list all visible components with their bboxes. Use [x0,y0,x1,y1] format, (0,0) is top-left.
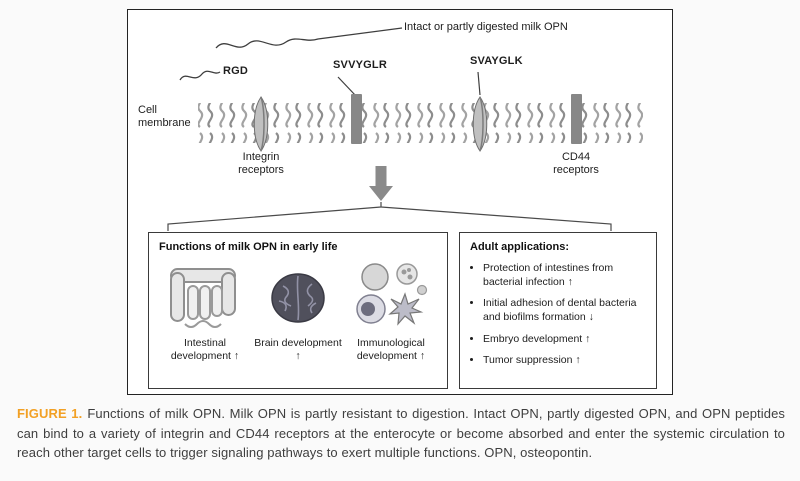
down-arrow-icon [369,166,393,201]
cell-membrane-graphic [198,103,643,143]
immunological-development-label: Immunological development ↑ [356,337,426,362]
integrin-receptor-right [472,96,488,152]
immune-cells-icon [356,263,428,326]
diagram-graphic [167,27,643,231]
label-intact-opn: Intact or partly digested milk OPN [404,21,568,33]
figure-caption-label: FIGURE 1. [17,406,83,421]
cd44-receptor-bar [571,94,582,144]
early-life-icon-row: Intestinal development ↑ Brain developme… [159,261,437,363]
svvyglr-leader-line [337,76,357,97]
label-rgd: RGD [223,65,249,77]
rgd-squiggle [179,70,221,81]
intestinal-development-item: Intestinal development ↑ [159,261,251,363]
early-life-box: Functions of milk OPN in early life Inte… [148,232,448,389]
adult-bullet-list: Protection of intestines from bacterial … [470,262,646,368]
adult-applications-box: Adult applications: Protection of intest… [459,232,657,389]
intestinal-development-label: Intestinal development ↑ [170,337,240,362]
early-life-box-title: Functions of milk OPN in early life [159,241,338,253]
adult-bullet-2: Initial adhesion of dental bacteria and … [483,297,646,324]
opn-protein-squiggle [215,27,403,49]
adult-bullet-3: Embryo development ↑ [483,333,646,347]
label-svvyglr: SVVYGLR [333,59,387,71]
label-cd44-receptors: CD44 receptors [553,151,599,176]
figure-caption: FIGURE 1.Functions of milk OPN. Milk OPN… [17,404,785,463]
figure-panel: Intact or partly digested milk OPN RGD S… [127,9,673,395]
label-cell-membrane: Cell membrane [138,104,191,129]
branch-lines [167,202,612,231]
adult-bullet-1: Protection of intestines from bacterial … [483,262,646,289]
immunological-development-item: Immunological development ↑ [345,261,437,363]
brain-development-label: Brain development ↑ [254,337,342,362]
adult-box-title: Adult applications: [470,241,569,253]
svvyglr-receptor-bar [351,94,362,144]
label-integrin-receptors: Integrin receptors [238,151,284,176]
brain-development-item: Brain development ↑ [252,261,344,363]
label-svayglk: SVAYGLK [470,55,523,67]
brain-icon [271,273,325,323]
intestine-icon [170,268,236,329]
figure-caption-text: Functions of milk OPN. Milk OPN is partl… [17,406,785,460]
adult-bullet-4: Tumor suppression ↑ [483,354,646,368]
integrin-receptor-left [253,96,269,152]
svayglk-leader-line [477,71,481,96]
